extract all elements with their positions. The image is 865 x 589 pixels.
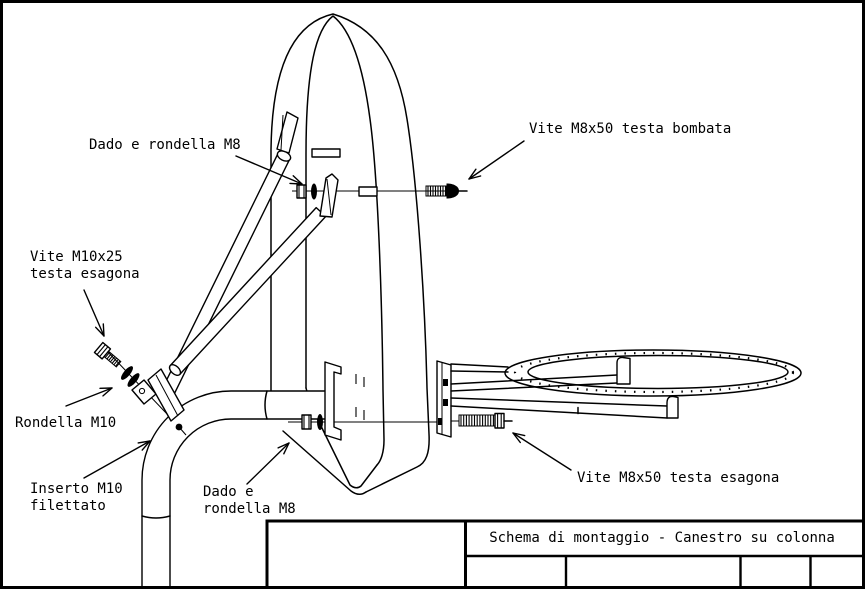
leader-screw-m8x50-dome	[468, 140, 525, 180]
backboard-clevis-top	[319, 173, 339, 218]
rim-rivets	[513, 351, 795, 394]
leader-insert-m10	[83, 440, 151, 479]
label-screw-m8x50-hex: Vite M8x50 testa esagona	[577, 470, 780, 486]
rim-outer	[504, 349, 802, 397]
rim-riser-lower	[666, 395, 679, 419]
pole-column	[141, 390, 327, 589]
lower-fixing-hardware	[301, 414, 323, 430]
label-nut-washer-m8-top: Dado e rondella M8	[89, 137, 241, 153]
label-washer-m10: Rondella M10	[15, 415, 117, 431]
screw-m8x50-dome	[425, 183, 468, 199]
hoop-plate	[436, 360, 452, 438]
pole-bracket	[324, 361, 342, 441]
screw-m8x50-hex	[451, 412, 513, 429]
leader-screw-m8x50-hex	[512, 432, 572, 471]
label-insert-m10: Inserto M10 filettato	[30, 481, 123, 514]
leader-screw-m10x25	[83, 289, 105, 337]
washer-m8-bottom	[317, 414, 323, 430]
backboard-slot	[311, 148, 341, 158]
title-block-lines	[265, 519, 863, 587]
upper-fixing-hardware	[296, 173, 468, 218]
leader-nut-washer-m8-top	[235, 155, 303, 185]
label-nut-washer-m8-bottom: Dado e rondella M8	[203, 484, 296, 517]
backboard	[270, 13, 430, 495]
hoop-assembly	[436, 349, 802, 438]
tube-joint	[264, 390, 268, 420]
label-screw-m8x50-dome: Vite M8x50 testa bombata	[529, 121, 732, 137]
washer-m8-top	[311, 183, 317, 200]
label-screw-m10x25-hex: Vite M10x25 testa esagona	[30, 249, 140, 282]
arm-top-fork	[276, 111, 299, 154]
support-arms	[159, 111, 327, 402]
leader-nut-washer-m8-bottom	[246, 442, 290, 485]
rim-inner	[527, 354, 789, 390]
rim-riser-upper	[616, 356, 631, 385]
arm-tube-lower-cap	[168, 363, 182, 377]
arm-pivot-assembly	[93, 341, 187, 436]
pivot-fork	[147, 368, 185, 422]
screw-m10x25	[93, 341, 122, 368]
leader-washer-m10	[65, 387, 113, 407]
leader-arrows	[65, 140, 572, 485]
pole-joint	[141, 515, 171, 519]
washer-m10-a	[121, 366, 133, 380]
nut-m8-bottom	[301, 414, 312, 430]
washer-m10-b	[127, 373, 140, 387]
title-block-title: Schema di montaggio - Canestro su colonn…	[489, 530, 835, 546]
spacer-sleeve	[358, 186, 378, 197]
nut-m8-top	[296, 184, 307, 199]
backboard-holes	[355, 374, 365, 420]
